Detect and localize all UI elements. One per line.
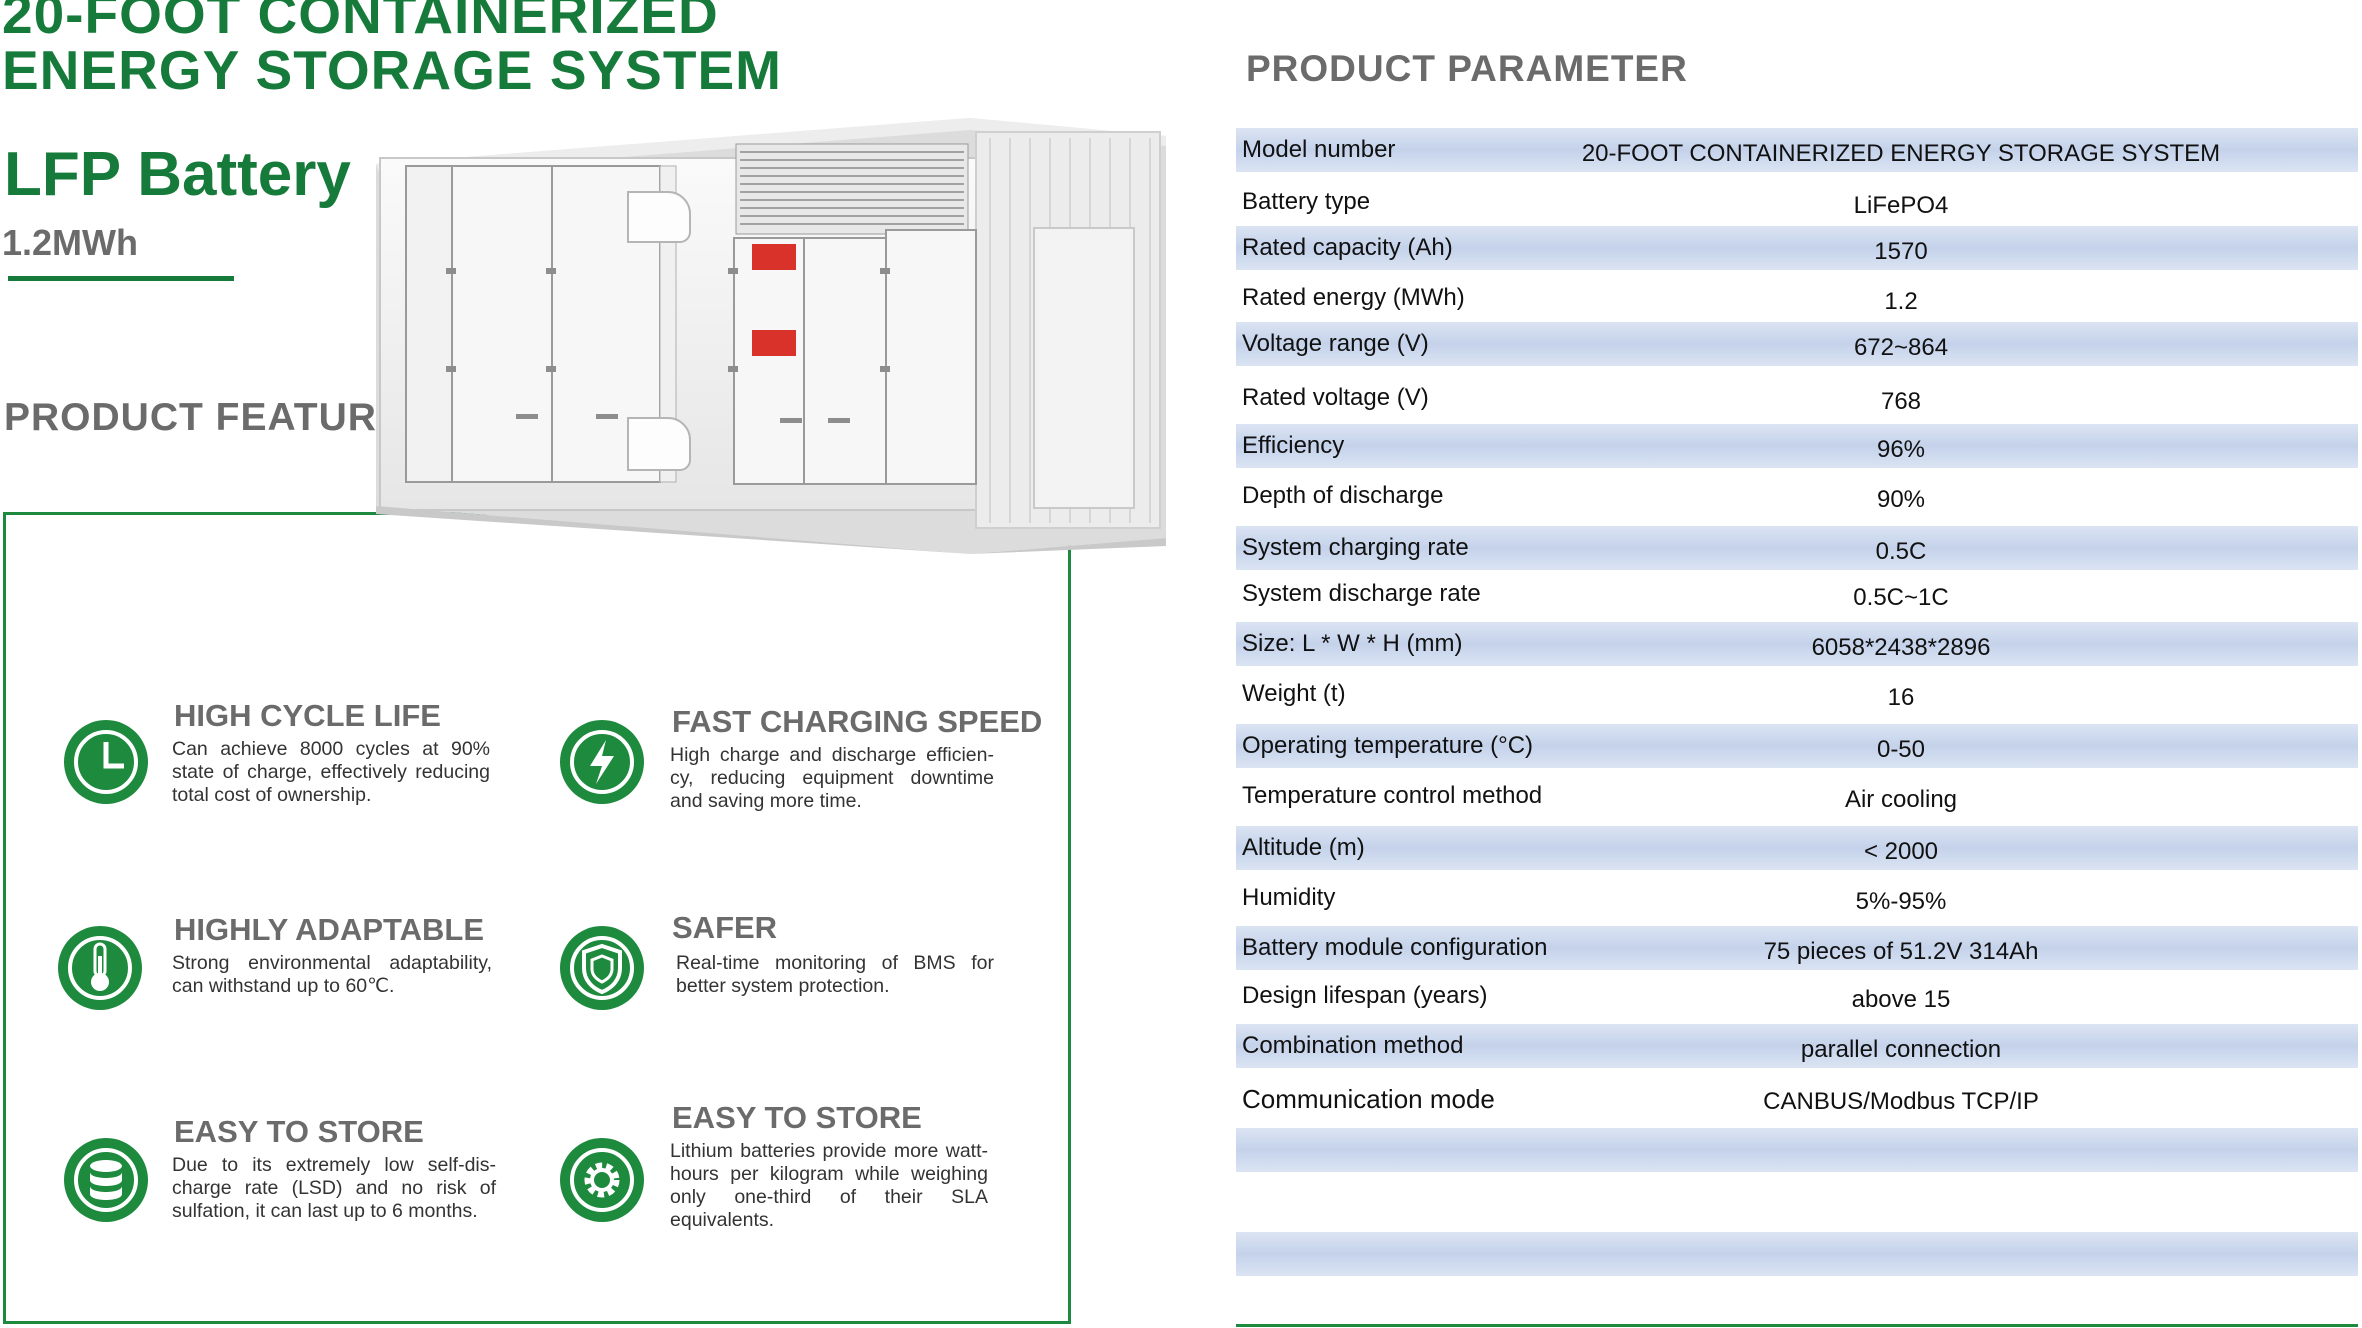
param-label: Temperature control method — [1242, 782, 1543, 809]
param-value: 90% — [1876, 486, 1926, 513]
table-row: Model number 20-FOOT CONTAINERIZED ENERG… — [1236, 128, 2358, 172]
empty-row — [1236, 1232, 2358, 1276]
table-row: System discharge rate 0.5C~1C — [1236, 572, 2358, 616]
database-icon — [64, 1138, 148, 1222]
table-row: Size: L * W * H (mm) 6058*2438*2896 — [1236, 622, 2358, 666]
table-row: Rated energy (MWh) 1.2 — [1236, 276, 2358, 320]
param-label: System charging rate — [1242, 534, 1469, 561]
table-row: Altitude (m) < 2000 — [1236, 826, 2358, 870]
title-line-1: 20-FOOT CONTAINERIZED — [2, 0, 719, 45]
param-label: Altitude (m) — [1242, 834, 1365, 861]
feature-title: HIGH CYCLE LIFE — [174, 698, 441, 733]
param-value: 0.5C~1C — [1853, 584, 1949, 611]
param-value: 20-FOOT CONTAINERIZED ENERGY STORAGE SYS… — [1581, 140, 2221, 167]
table-row: Combination method parallel connection — [1236, 1024, 2358, 1068]
table-row: Efficiency 96% — [1236, 424, 2358, 468]
param-value: Air cooling — [1844, 786, 1958, 813]
param-value: above 15 — [1851, 986, 1951, 1013]
table-row: Humidity 5%-95% — [1236, 876, 2358, 920]
param-value: parallel connection — [1800, 1036, 2002, 1063]
table-row: Design lifespan (years) above 15 — [1236, 974, 2358, 1018]
table-row: Operating temperature (°C) 0-50 — [1236, 724, 2358, 768]
feature-desc: Real-time monitoring of BMS for better s… — [676, 952, 994, 997]
table-row: Temperature control method Air cooling — [1236, 774, 2358, 818]
cycle-icon — [64, 720, 148, 804]
feature-desc: High charge and discharge efficien-cy, r… — [670, 744, 994, 812]
table-row: Depth of discharge 90% — [1236, 474, 2358, 518]
capacity-underline — [8, 276, 234, 281]
param-label: Weight (t) — [1242, 680, 1346, 707]
param-value: 96% — [1876, 436, 1926, 463]
table-row: System charging rate 0.5C — [1236, 526, 2358, 570]
parameters-heading: PRODUCT PARAMETER — [1246, 48, 1688, 89]
param-value: 75 pieces of 51.2V 314Ah — [1763, 938, 2039, 965]
param-label: Design lifespan (years) — [1242, 982, 1488, 1009]
feature-desc: Strong environmental adaptability, can w… — [172, 952, 492, 997]
param-value: 1570 — [1874, 238, 1928, 265]
feature-desc: Can achieve 8000 cycles at 90% state of … — [172, 738, 490, 806]
subtitle: LFP Battery — [4, 140, 351, 209]
param-value: 6058*2438*2896 — [1811, 634, 1991, 661]
container-image — [376, 118, 1166, 554]
thermometer-icon — [58, 926, 142, 1010]
title-line-2: ENERGY STORAGE SYSTEM — [2, 39, 782, 101]
table-row: Battery module configuration 75 pieces o… — [1236, 926, 2358, 970]
param-label: Rated energy (MWh) — [1242, 284, 1465, 311]
param-value: LiFePO4 — [1853, 192, 1949, 219]
empty-row — [1236, 1128, 2358, 1172]
param-value: 672~864 — [1853, 334, 1949, 361]
param-label: Humidity — [1242, 884, 1336, 911]
param-value: 0.5C — [1875, 538, 1927, 565]
param-value: 0-50 — [1876, 736, 1926, 763]
table-row: Battery type LiFePO4 — [1236, 180, 2358, 224]
shield-icon — [560, 926, 644, 1010]
param-value: 1.2 — [1884, 288, 1918, 315]
feature-title: SAFER — [672, 910, 778, 945]
feature-title: FAST CHARGING SPEED — [672, 704, 1043, 739]
table-row: Rated capacity (Ah) 1570 — [1236, 226, 2358, 270]
table-row: Voltage range (V) 672~864 — [1236, 322, 2358, 366]
param-value: 16 — [1887, 684, 1915, 711]
param-label: Size: L * W * H (mm) — [1242, 630, 1463, 657]
feature-desc: Lithium batteries provide more watt-hour… — [670, 1140, 988, 1231]
feature-title: EASY TO STORE — [672, 1100, 922, 1135]
table-bottom-rule — [1236, 1324, 2358, 1327]
feature-title: HIGHLY ADAPTABLE — [174, 912, 485, 947]
param-label: Battery module configuration — [1242, 934, 1548, 961]
param-value: < 2000 — [1863, 838, 1939, 865]
table-row: Communication mode CANBUS/Modbus TCP/IP — [1236, 1076, 2358, 1120]
param-label: Combination method — [1242, 1032, 1464, 1059]
features-heading: PRODUCT FEATURE — [4, 396, 404, 439]
feature-title: EASY TO STORE — [174, 1114, 424, 1149]
param-value: 768 — [1880, 388, 1922, 415]
gear-icon — [560, 1138, 644, 1222]
table-row: Rated voltage (V) 768 — [1236, 376, 2358, 420]
lightning-icon — [560, 720, 644, 804]
param-label: Rated voltage (V) — [1242, 384, 1429, 411]
param-label: System discharge rate — [1242, 580, 1481, 607]
capacity-label: 1.2MWh — [2, 222, 139, 263]
param-label: Efficiency — [1242, 432, 1345, 459]
param-label: Rated capacity (Ah) — [1242, 234, 1453, 261]
param-label: Voltage range (V) — [1242, 330, 1429, 357]
param-label: Model number — [1242, 136, 1396, 163]
page-title: 20-FOOT CONTAINERIZED ENERGY STORAGE SYS… — [2, 0, 782, 98]
param-label: Communication mode — [1242, 1084, 1495, 1114]
param-value: 5%-95% — [1855, 888, 1947, 915]
table-row: Weight (t) 16 — [1236, 672, 2358, 716]
param-label: Operating temperature (°C) — [1242, 732, 1534, 759]
feature-desc: Due to its extremely low self-dis-charge… — [172, 1154, 496, 1222]
param-value: CANBUS/Modbus TCP/IP — [1763, 1088, 2039, 1115]
param-label: Depth of discharge — [1242, 482, 1444, 509]
param-label: Battery type — [1242, 188, 1371, 215]
